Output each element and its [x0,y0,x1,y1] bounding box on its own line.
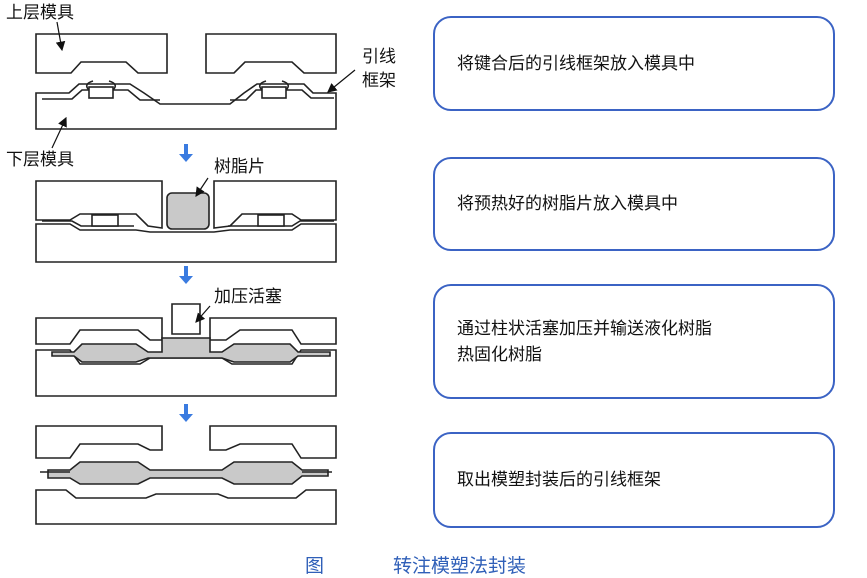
plunger-label: 加压活塞 [214,287,282,307]
resin-fill [51,337,331,363]
step-2-box: 将预热好的树脂片放入模具中 [433,157,835,251]
lower-mold-label: 下层模具 [6,150,74,170]
step-1-box: 将键合后的引线框架放入模具中 [433,16,835,111]
figure-prefix: 图 [305,555,325,577]
upper-mold [35,425,337,459]
stage-3-plunger-press [35,303,337,397]
chip-left [91,214,119,227]
molded-package [47,461,329,485]
resin-tablet [166,192,210,230]
step-4-box: 取出模塑封装后的引线框架 [433,432,835,528]
resin-leader [195,177,209,197]
chip-left [85,80,117,99]
step-2-text: 将预热好的树脂片放入模具中 [457,194,678,214]
lead-frame-leader [327,69,356,93]
lower-mold [35,349,337,397]
stage-2-resin-tablet [35,180,337,263]
lower-mold [35,489,337,525]
lead-frame-label-2: 框架 [362,71,396,91]
upper-mold [35,317,337,345]
step-4-text: 取出模塑封装后的引线框架 [457,470,661,490]
upper-mold-leader [55,21,66,52]
step-3-text-line2: 热固化树脂 [457,344,542,365]
plunger-leader [195,305,211,323]
upper-mold [35,180,337,229]
resin-tablet-label: 树脂片 [214,157,265,177]
lower-mold [35,223,337,263]
figure-title: 转注模塑法封装 [393,555,527,577]
down-arrow-2 [179,266,193,284]
stage-4-eject [35,425,337,525]
step-3-box: 通过柱状活塞加压并输送液化树脂 热固化树脂 [433,284,835,399]
step-1-text: 将键合后的引线框架放入模具中 [457,53,695,74]
lower-mold-leader [51,116,67,149]
down-arrow-3 [179,404,193,422]
chip-right [257,214,285,227]
upper-mold-label: 上层模具 [6,3,74,23]
lead-frame-label-1: 引线 [362,47,396,67]
stage-1-mold-open [35,33,337,130]
chip-right [258,80,290,99]
upper-mold-right [205,33,337,74]
upper-mold-left [35,33,168,74]
step-3-text-line1: 通过柱状活塞加压并输送液化树脂 [457,318,712,339]
plunger [171,303,201,335]
down-arrow-1 [179,144,193,162]
